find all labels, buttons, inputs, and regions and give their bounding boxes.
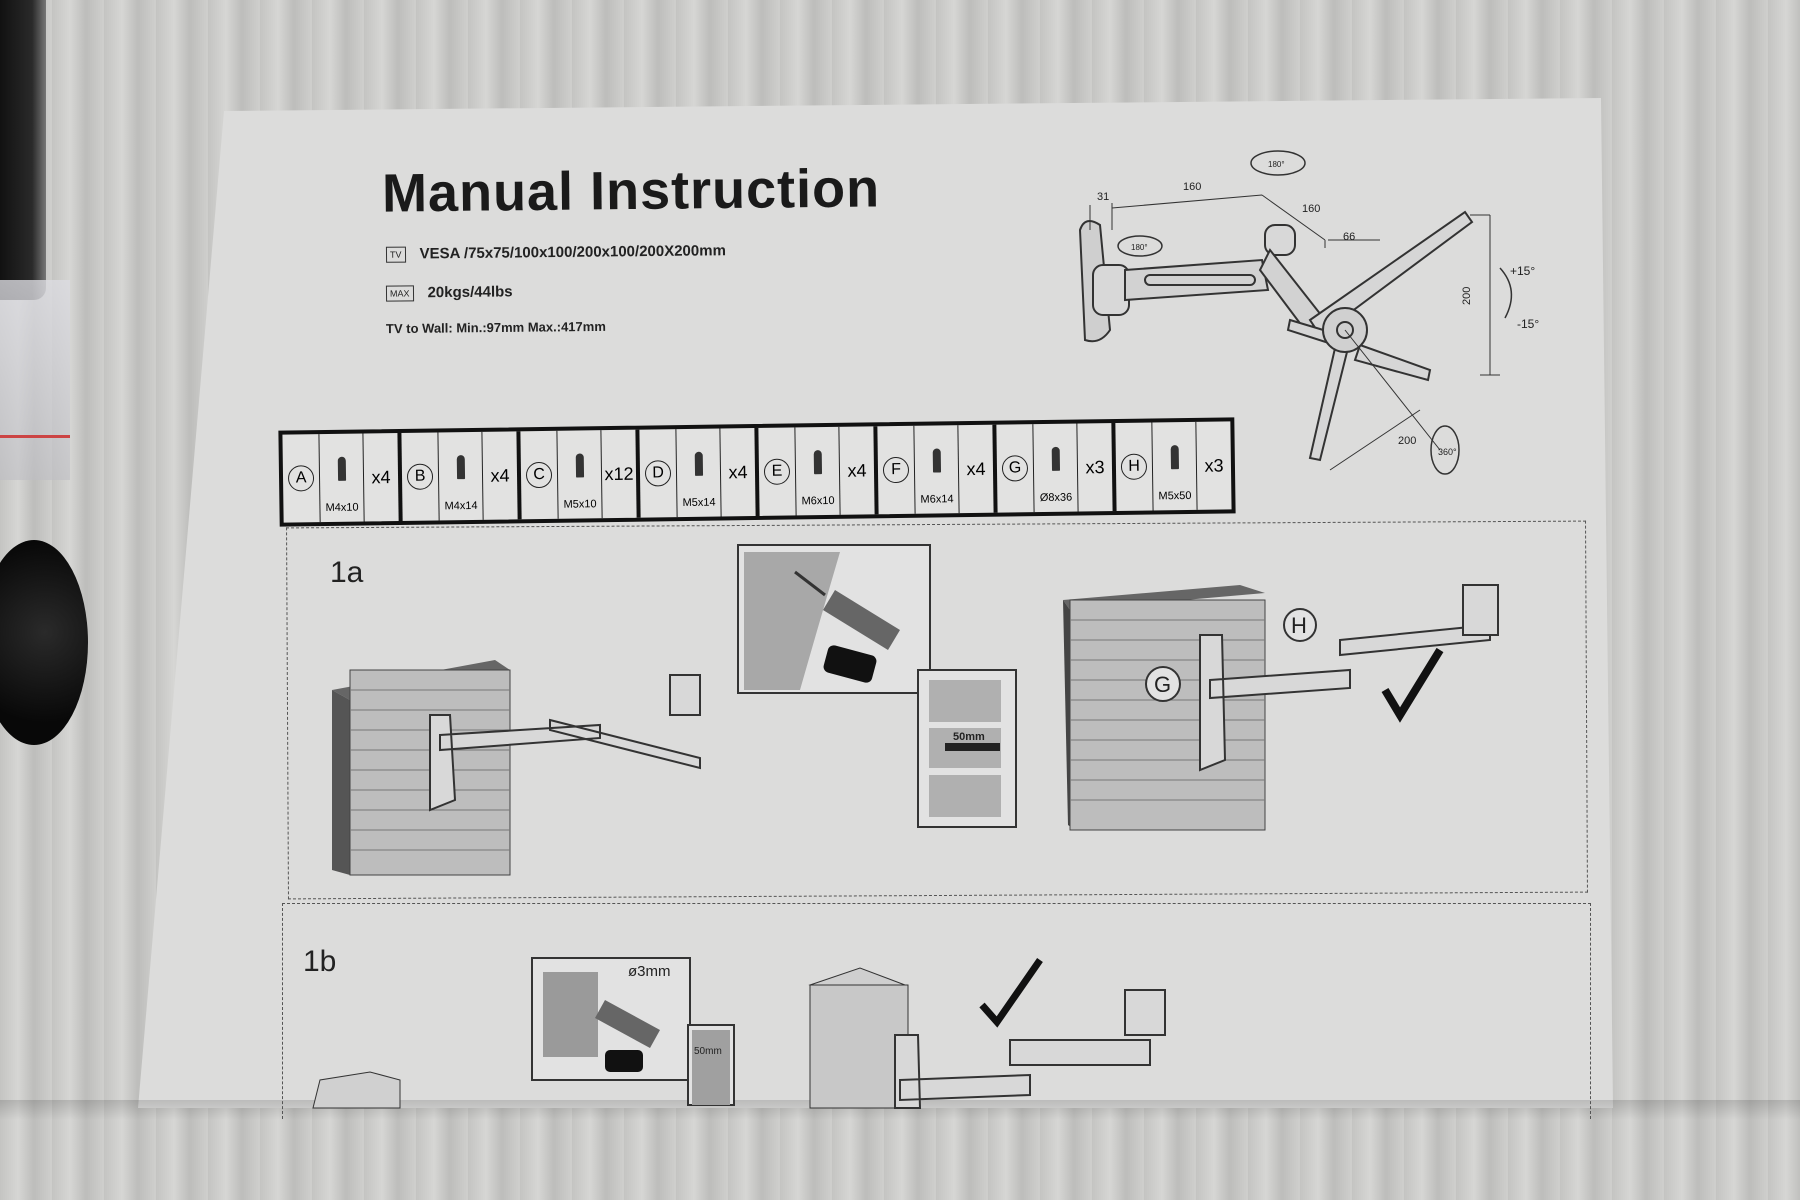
- wood-drill-inset: ø3mm 50mm: [531, 957, 735, 1106]
- rotation-360: 360°: [1438, 447, 1457, 457]
- dim-160-a: 160: [1183, 181, 1201, 193]
- screw-depth-label: 50mm: [694, 1046, 722, 1057]
- callout-h: H: [1291, 613, 1307, 638]
- checkmark-icon-1b: [979, 958, 1043, 1028]
- dim-200-vertical: 200: [1461, 287, 1473, 305]
- tilt-down: -15°: [1517, 317, 1539, 331]
- drill-size-label: ø3mm: [628, 963, 671, 980]
- step-1a-brick-wall-right: H G: [1063, 584, 1499, 831]
- anchor-depth-label: 50mm: [953, 731, 985, 743]
- rotation-180-left: 180°: [1131, 243, 1148, 252]
- dim-31: 31: [1097, 191, 1109, 203]
- step-1a-label: 1a: [330, 556, 364, 589]
- dim-66: 66: [1343, 231, 1355, 243]
- wall-arm-diagram: [1078, 150, 1513, 475]
- dim-200-horizontal: 200: [1398, 435, 1416, 447]
- plastic-bag: [0, 280, 70, 480]
- step-1a-brick-wall-left: [332, 660, 701, 876]
- drill-inset: [737, 544, 931, 694]
- diagram-labels: 31 160 160 66 200 200 180° 180° +15° -15…: [1097, 160, 1539, 457]
- step-1b-label: 1b: [303, 945, 337, 978]
- rotation-180-top: 180°: [1268, 160, 1285, 169]
- wood-post-mount: [312, 958, 1166, 1109]
- dim-160-b: 160: [1302, 203, 1320, 215]
- paper-shadow: [0, 1100, 1800, 1120]
- callout-g: G: [1154, 672, 1171, 697]
- tilt-up: +15°: [1510, 264, 1535, 278]
- black-disc: [0, 540, 88, 745]
- black-bag: [0, 0, 46, 300]
- step-1b-panel: [282, 903, 1591, 1119]
- anchor-inset: 50mm: [917, 669, 1017, 828]
- checkmark-icon: [1381, 647, 1444, 723]
